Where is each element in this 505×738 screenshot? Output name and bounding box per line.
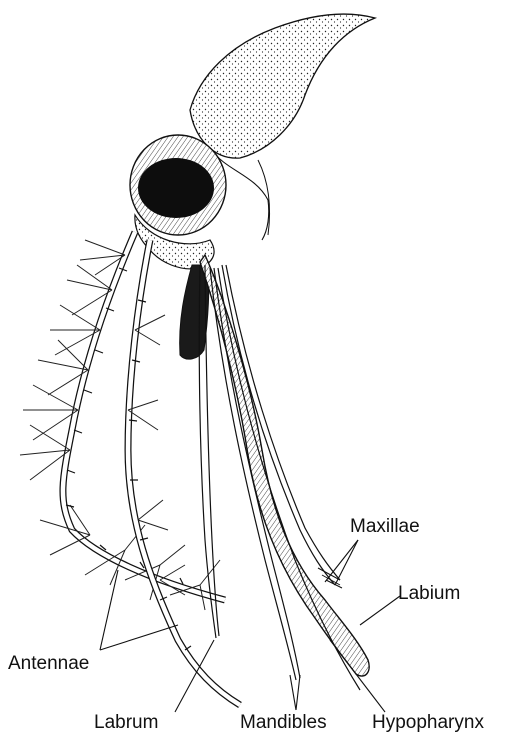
maxillary-palp [180, 265, 209, 359]
label-labrum: Labrum [94, 713, 158, 732]
labium-sheath [200, 255, 369, 676]
compound-eye [138, 158, 214, 218]
label-mandibles: Mandibles [240, 713, 327, 732]
label-hypopharynx: Hypopharynx [372, 713, 484, 732]
label-maxillae: Maxillae [350, 517, 420, 536]
head [130, 135, 226, 269]
label-labium: Labium [398, 584, 460, 603]
label-antennae: Antennae [8, 654, 89, 673]
